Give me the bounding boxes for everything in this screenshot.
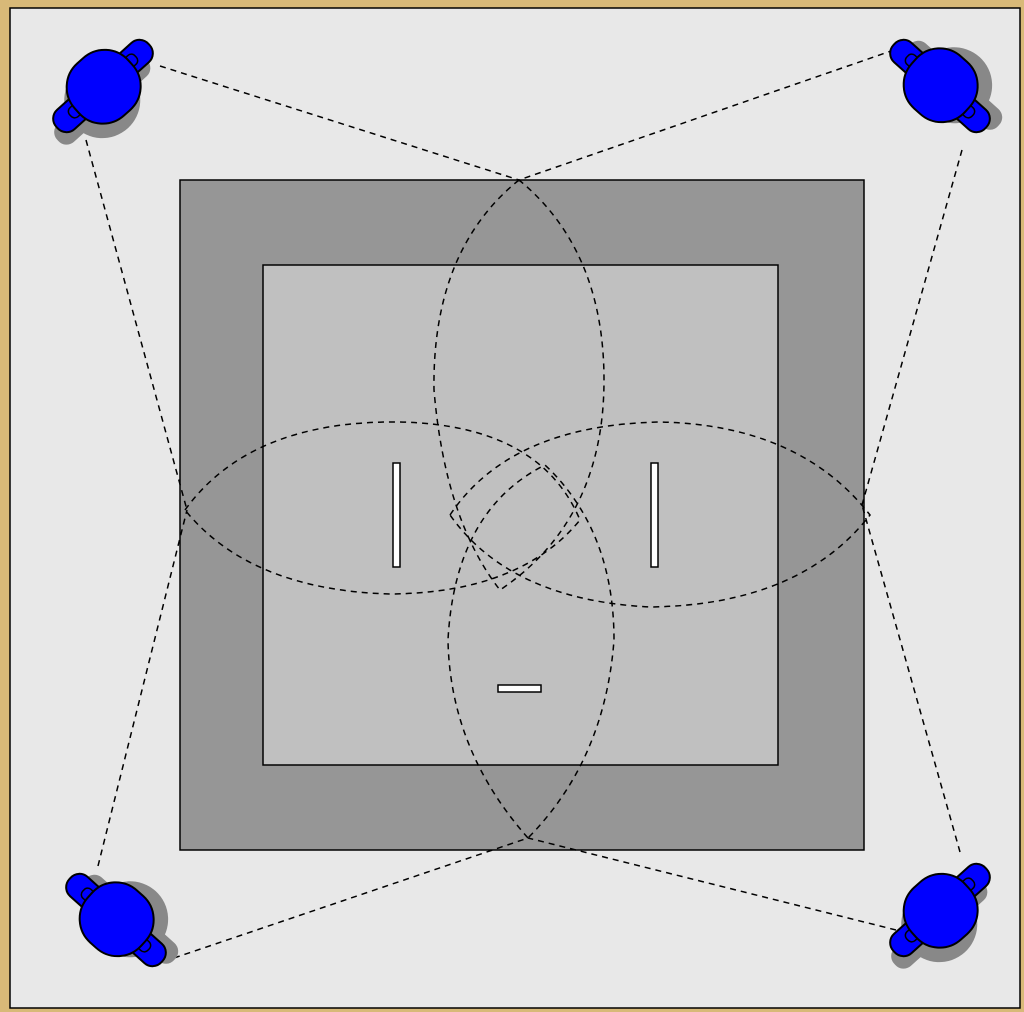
right-vertical-bar xyxy=(651,463,658,567)
bottom-horizontal-bar xyxy=(498,685,541,692)
left-vertical-bar xyxy=(393,463,400,567)
